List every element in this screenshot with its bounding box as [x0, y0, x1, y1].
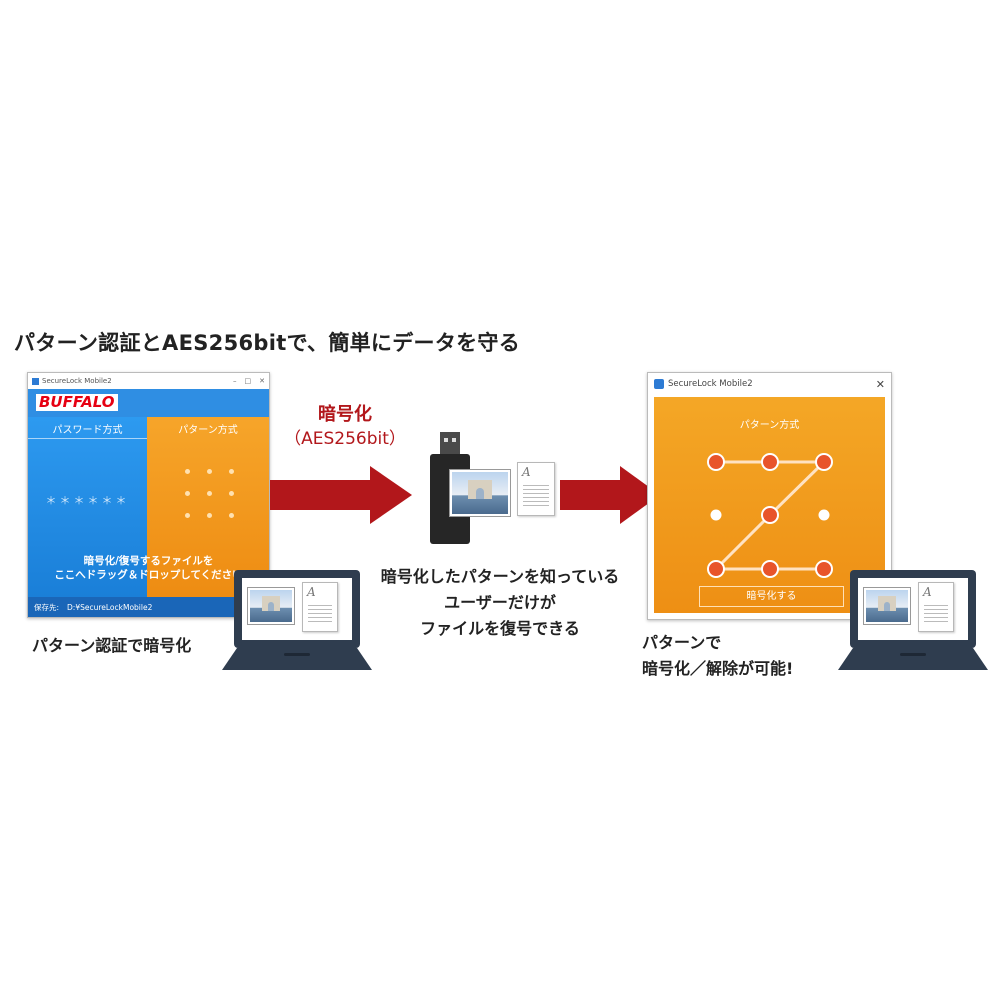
pattern-dot-active[interactable] [761, 560, 779, 578]
pattern-dot [185, 513, 190, 518]
left-window-title: SecureLock Mobile2 [42, 377, 112, 385]
photo-file-icon [450, 470, 510, 516]
headline: パターン認証とAES256bitで、簡単にデータを守る [14, 331, 521, 355]
encryption-label-line2: （AES256bit） [284, 429, 406, 449]
caption-mid: 暗号化したパターンを知っている ユーザーだけが ファイルを復号できる [340, 564, 660, 642]
pattern-dot-active[interactable] [761, 453, 779, 471]
pattern-dot-active[interactable] [815, 453, 833, 471]
pattern-lock-grid[interactable] [654, 397, 885, 613]
maximize-icon[interactable]: □ [244, 377, 252, 385]
brand-bar: BUFFALO [28, 389, 269, 417]
laptop-left: A [222, 570, 372, 675]
drop-text-line2: ここへドラッグ＆ドロップしてください [54, 569, 243, 581]
caption-mid-line1: 暗号化したパターンを知っている [380, 567, 620, 586]
laptop-base [838, 648, 988, 670]
pattern-dot [185, 469, 190, 474]
drop-zone-text[interactable]: 暗号化/復号するファイルを ここへドラッグ＆ドロップしてください [28, 554, 269, 582]
caption-left: パターン認証で暗号化 [32, 636, 192, 655]
left-window-titlebar: SecureLock Mobile2 – □ ✕ [28, 373, 269, 389]
password-mask: ＊＊＊＊＊＊ [45, 494, 130, 507]
encryption-label-line1: 暗号化 [318, 404, 372, 425]
close-icon[interactable]: ✕ [875, 377, 885, 391]
pattern-mode-panel[interactable]: パターン方式 [147, 417, 269, 597]
left-app-window: SecureLock Mobile2 – □ ✕ BUFFALO パスワード方式… [27, 372, 270, 618]
encryption-label: 暗号化 （AES256bit） [280, 402, 410, 452]
pattern-dot[interactable] [710, 509, 722, 521]
pattern-dot [207, 469, 212, 474]
document-file-icon: A [302, 582, 338, 632]
decrypt-arrow [560, 466, 660, 524]
pattern-dot-active[interactable] [815, 560, 833, 578]
document-file-icon: A [517, 462, 555, 516]
tab-pattern[interactable]: パターン方式 [178, 425, 238, 436]
pattern-dot [207, 513, 212, 518]
laptop-base [222, 648, 372, 670]
caption-mid-line2: ユーザーだけが [444, 593, 556, 612]
mini-pattern-grid [185, 469, 235, 519]
encrypt-arrow [270, 466, 412, 524]
pattern-dot [229, 513, 234, 518]
pattern-dot [229, 491, 234, 496]
pattern-input-area[interactable]: パターン方式 暗号化する [654, 397, 885, 613]
app-icon [32, 377, 39, 385]
tab-password[interactable]: パスワード方式 [28, 421, 147, 439]
minimize-icon[interactable]: – [233, 377, 237, 385]
caption-right-line1: パターンで [642, 633, 722, 652]
photo-file-icon [248, 588, 294, 624]
document-file-icon: A [918, 582, 954, 632]
pattern-dot[interactable] [818, 509, 830, 521]
pattern-dot-active[interactable] [707, 453, 725, 471]
app-icon [654, 379, 664, 389]
save-location-label: 保存先: [34, 602, 60, 612]
caption-right: パターンで 暗号化／解除が可能! [642, 630, 793, 682]
caption-mid-line3: ファイルを復号できる [420, 619, 580, 638]
right-window-titlebar: SecureLock Mobile2 ✕ [648, 373, 891, 395]
pattern-mode-title: パターン方式 [739, 420, 800, 431]
laptop-screen: A [234, 570, 360, 648]
password-mode-panel[interactable]: パスワード方式 ＊＊＊＊＊＊ [28, 417, 147, 597]
pattern-dot-active[interactable] [707, 560, 725, 578]
right-window-title: SecureLock Mobile2 [668, 379, 753, 389]
save-location-bar: 保存先: D:¥SecureLockMobile2 [28, 597, 269, 617]
pattern-dot [207, 491, 212, 496]
pattern-dot-active[interactable] [761, 506, 779, 524]
drop-text-line1: 暗号化/復号するファイルを [83, 555, 214, 567]
save-location-path: D:¥SecureLockMobile2 [67, 602, 153, 612]
close-icon[interactable]: ✕ [259, 377, 265, 385]
laptop-right: A [838, 570, 988, 675]
pattern-dot [185, 491, 190, 496]
pattern-dot [229, 469, 234, 474]
encrypt-button[interactable]: 暗号化する [699, 586, 844, 607]
photo-file-icon [864, 588, 910, 624]
laptop-screen: A [850, 570, 976, 648]
buffalo-logo: BUFFALO [36, 394, 118, 411]
caption-right-line2: 暗号化／解除が可能! [642, 659, 794, 678]
